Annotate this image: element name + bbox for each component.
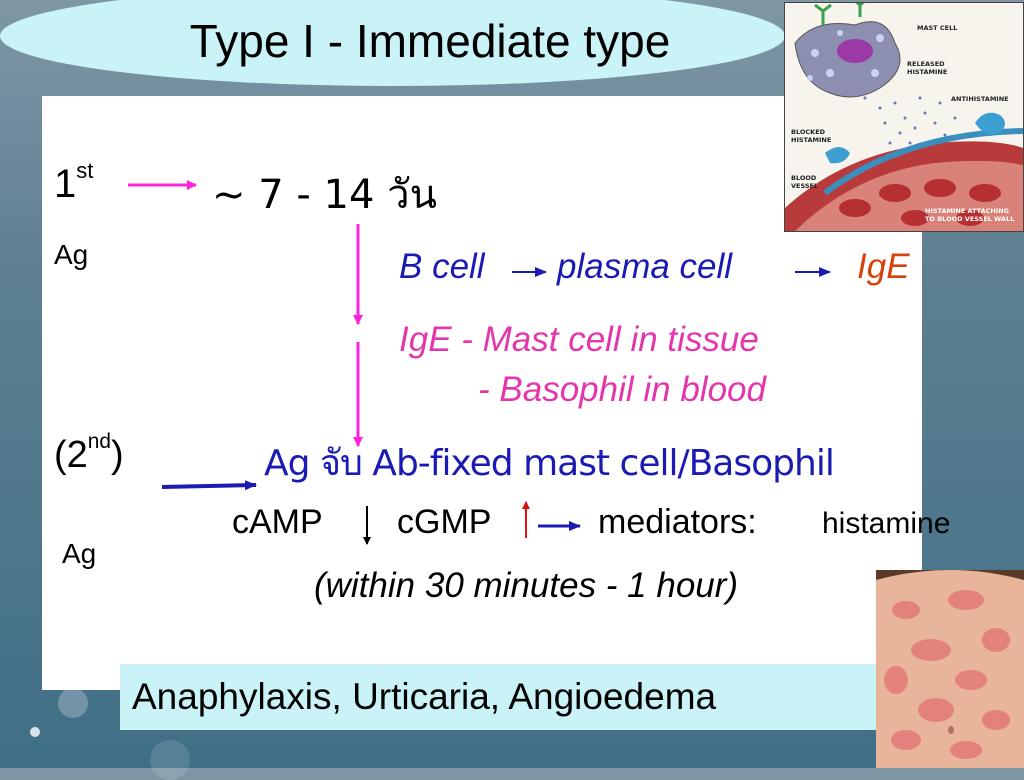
first-exposure-label: 1st (54, 158, 94, 206)
label-blocked-1: BLOCKED (791, 128, 826, 136)
urticaria-photo-drawing (876, 570, 1024, 768)
label-blood-1: BLOOD (791, 174, 817, 182)
basophil-text: - Basophil in blood (478, 370, 766, 409)
content-panel (42, 96, 922, 690)
title-background (0, 0, 785, 86)
label-attaching-1: HISTAMINE ATTACHING (925, 207, 1010, 215)
camp-text: cAMP (232, 503, 323, 541)
ige-mast-cell-text: IgE - Mast cell in tissue (399, 320, 759, 359)
label-antihistamine: ANTIHISTAMINE (951, 95, 1009, 103)
b-cell-text: B cell (399, 247, 485, 286)
background-bubble (30, 727, 40, 737)
urticaria-photo (876, 570, 1024, 768)
slide-title: Type I - Immediate type (189, 15, 671, 67)
label-released-1: RELEASED (907, 60, 945, 68)
first-exposure-duration: ~ 7 - 14 วัน (212, 172, 437, 218)
label-attaching-2: TO BLOOD VESSEL WALL (925, 215, 1015, 223)
mast-cell-illustration: MAST CELL RELEASED HISTAMINE ANTIHISTAMI… (784, 2, 1024, 232)
label-blood-2: VESSEL (791, 182, 819, 190)
histamine-text: histamine (822, 507, 951, 540)
label-blocked-2: HISTAMINE (791, 136, 832, 144)
second-exposure-ag: Ag (62, 538, 97, 569)
label-mast-cell: MAST CELL (917, 24, 958, 32)
second-exposure-label: (2nd) (54, 430, 124, 476)
conditions-box (120, 664, 878, 730)
ige-text: IgE (857, 247, 910, 286)
first-exposure-ag: Ag (54, 239, 89, 270)
ab-fixed-text: Ag จับ Ab-fixed mast cell/Basophil (264, 443, 835, 484)
cgmp-text: cGMP (397, 503, 492, 541)
conditions-text: Anaphylaxis, Urticaria, Angioedema (132, 676, 717, 717)
mediators-text: mediators: (598, 503, 757, 541)
label-released-2: HISTAMINE (907, 68, 948, 76)
timing-text: (within 30 minutes - 1 hour) (314, 566, 739, 605)
second-exposure-arrow (161, 480, 257, 491)
background-bubble (58, 688, 88, 718)
mast-cell-diagram (785, 3, 1023, 231)
plasma-cell-text: plasma cell (557, 247, 733, 286)
